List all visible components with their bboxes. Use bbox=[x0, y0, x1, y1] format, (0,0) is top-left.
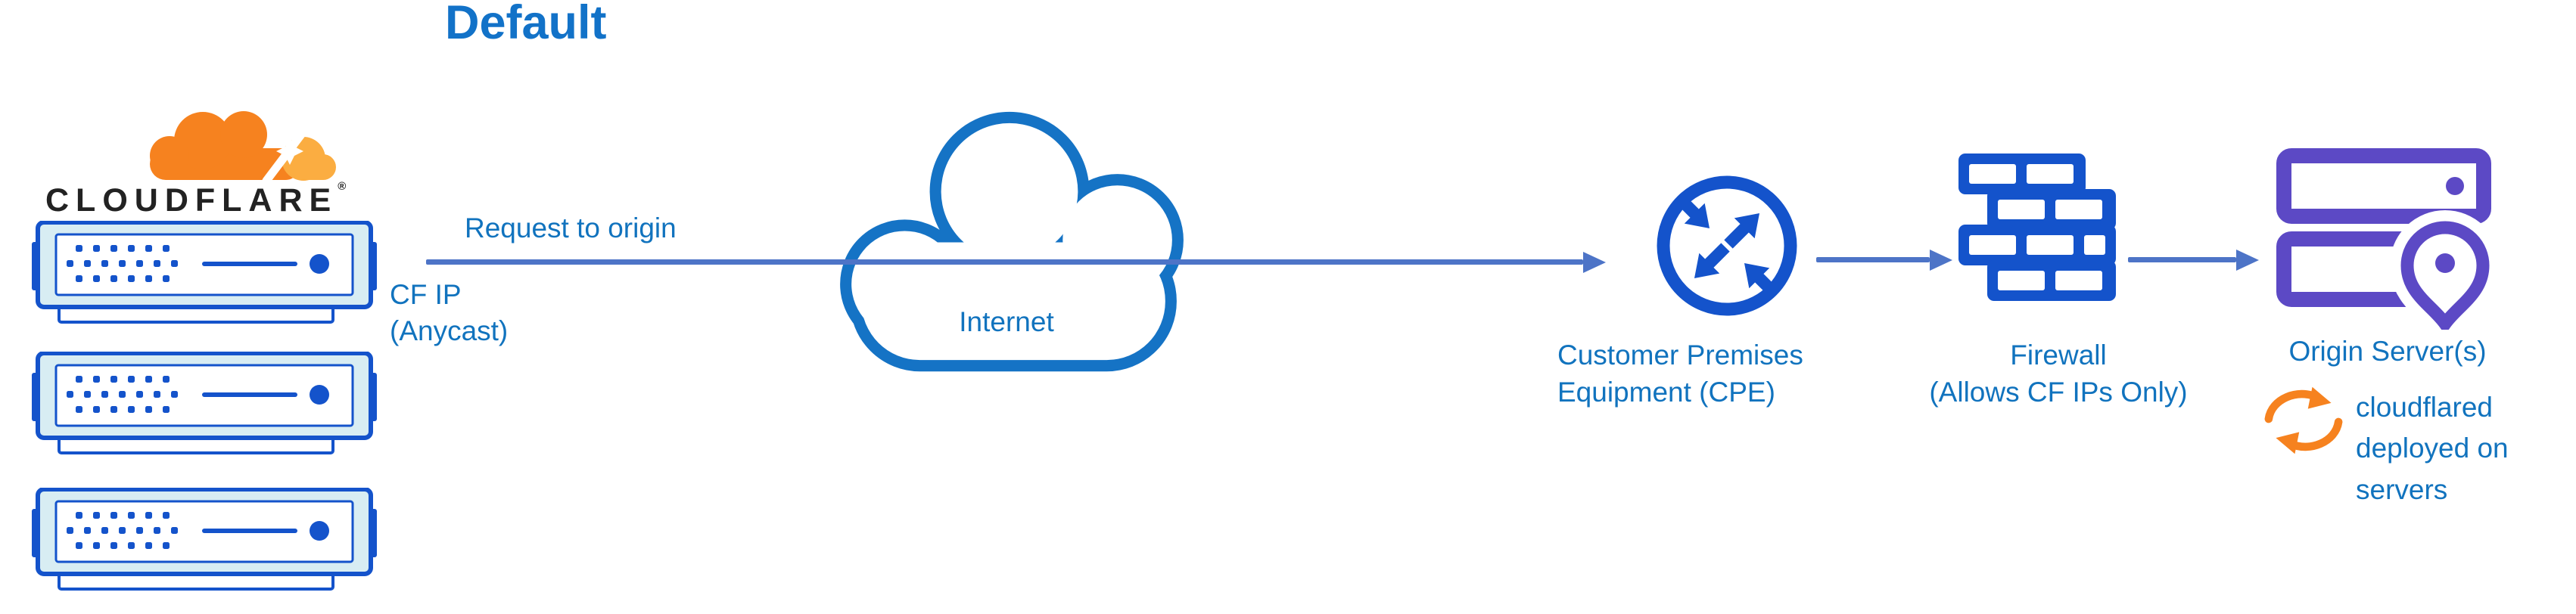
registered-mark: ® bbox=[338, 180, 347, 193]
cf-ip-line: CF IP bbox=[390, 279, 462, 310]
cpe-router-icon bbox=[1657, 175, 1797, 316]
cloudflared-line1: cloudflared bbox=[2356, 392, 2494, 423]
internet-cloud-icon bbox=[840, 111, 1184, 372]
anycast-line: (Anycast) bbox=[390, 315, 509, 347]
edge-server-icon bbox=[32, 488, 377, 594]
request-to-origin-label: Request to origin bbox=[465, 212, 677, 243]
cpe-label-line2: Equipment (CPE) bbox=[1557, 376, 1775, 408]
location-pin-icon bbox=[2389, 210, 2501, 330]
request-arrow-line bbox=[426, 259, 1583, 265]
cpe-firewall-arrow-line bbox=[1816, 257, 1930, 262]
cloudflared-label: cloudflared deployed on servers bbox=[2356, 387, 2509, 510]
page-title: Default bbox=[445, 0, 607, 49]
edge-server-icon bbox=[32, 221, 377, 327]
cloudflare-wordmark-text: CLOUDFLARE bbox=[45, 182, 338, 219]
firewall-origin-arrow-line bbox=[2128, 257, 2236, 262]
cpe-firewall-arrow-head-icon bbox=[1930, 250, 1952, 271]
firewall-label-line2: (Allows CF IPs Only) bbox=[1929, 376, 2188, 408]
cpe-label-line1: Customer Premises bbox=[1557, 340, 1803, 371]
cf-ip-anycast-label: CF IP (Anycast) bbox=[390, 277, 508, 349]
firewall-label-line1: Firewall bbox=[2010, 340, 2107, 371]
cloudflared-line2: deployed on bbox=[2356, 433, 2509, 464]
edge-server-icon bbox=[32, 352, 377, 457]
cloudflare-logo-cloud-icon bbox=[150, 111, 336, 181]
origin-server-label: Origin Server(s) bbox=[2288, 336, 2487, 367]
cloudflare-wordmark: CLOUDFLARE® bbox=[45, 180, 346, 219]
origin-server-icon bbox=[2276, 148, 2501, 330]
internet-label: Internet bbox=[959, 306, 1054, 337]
firewall-origin-arrow-head-icon bbox=[2236, 250, 2259, 271]
firewall-brick-icon bbox=[1958, 154, 2116, 301]
cpe-label: Customer Premises Equipment (CPE) bbox=[1557, 337, 1803, 411]
cloudflared-line3: servers bbox=[2356, 473, 2448, 505]
request-arrow-head-icon bbox=[1583, 252, 1606, 273]
cloudflared-sync-icon bbox=[2264, 386, 2343, 454]
firewall-label: Firewall (Allows CF IPs Only) bbox=[1922, 337, 2195, 411]
